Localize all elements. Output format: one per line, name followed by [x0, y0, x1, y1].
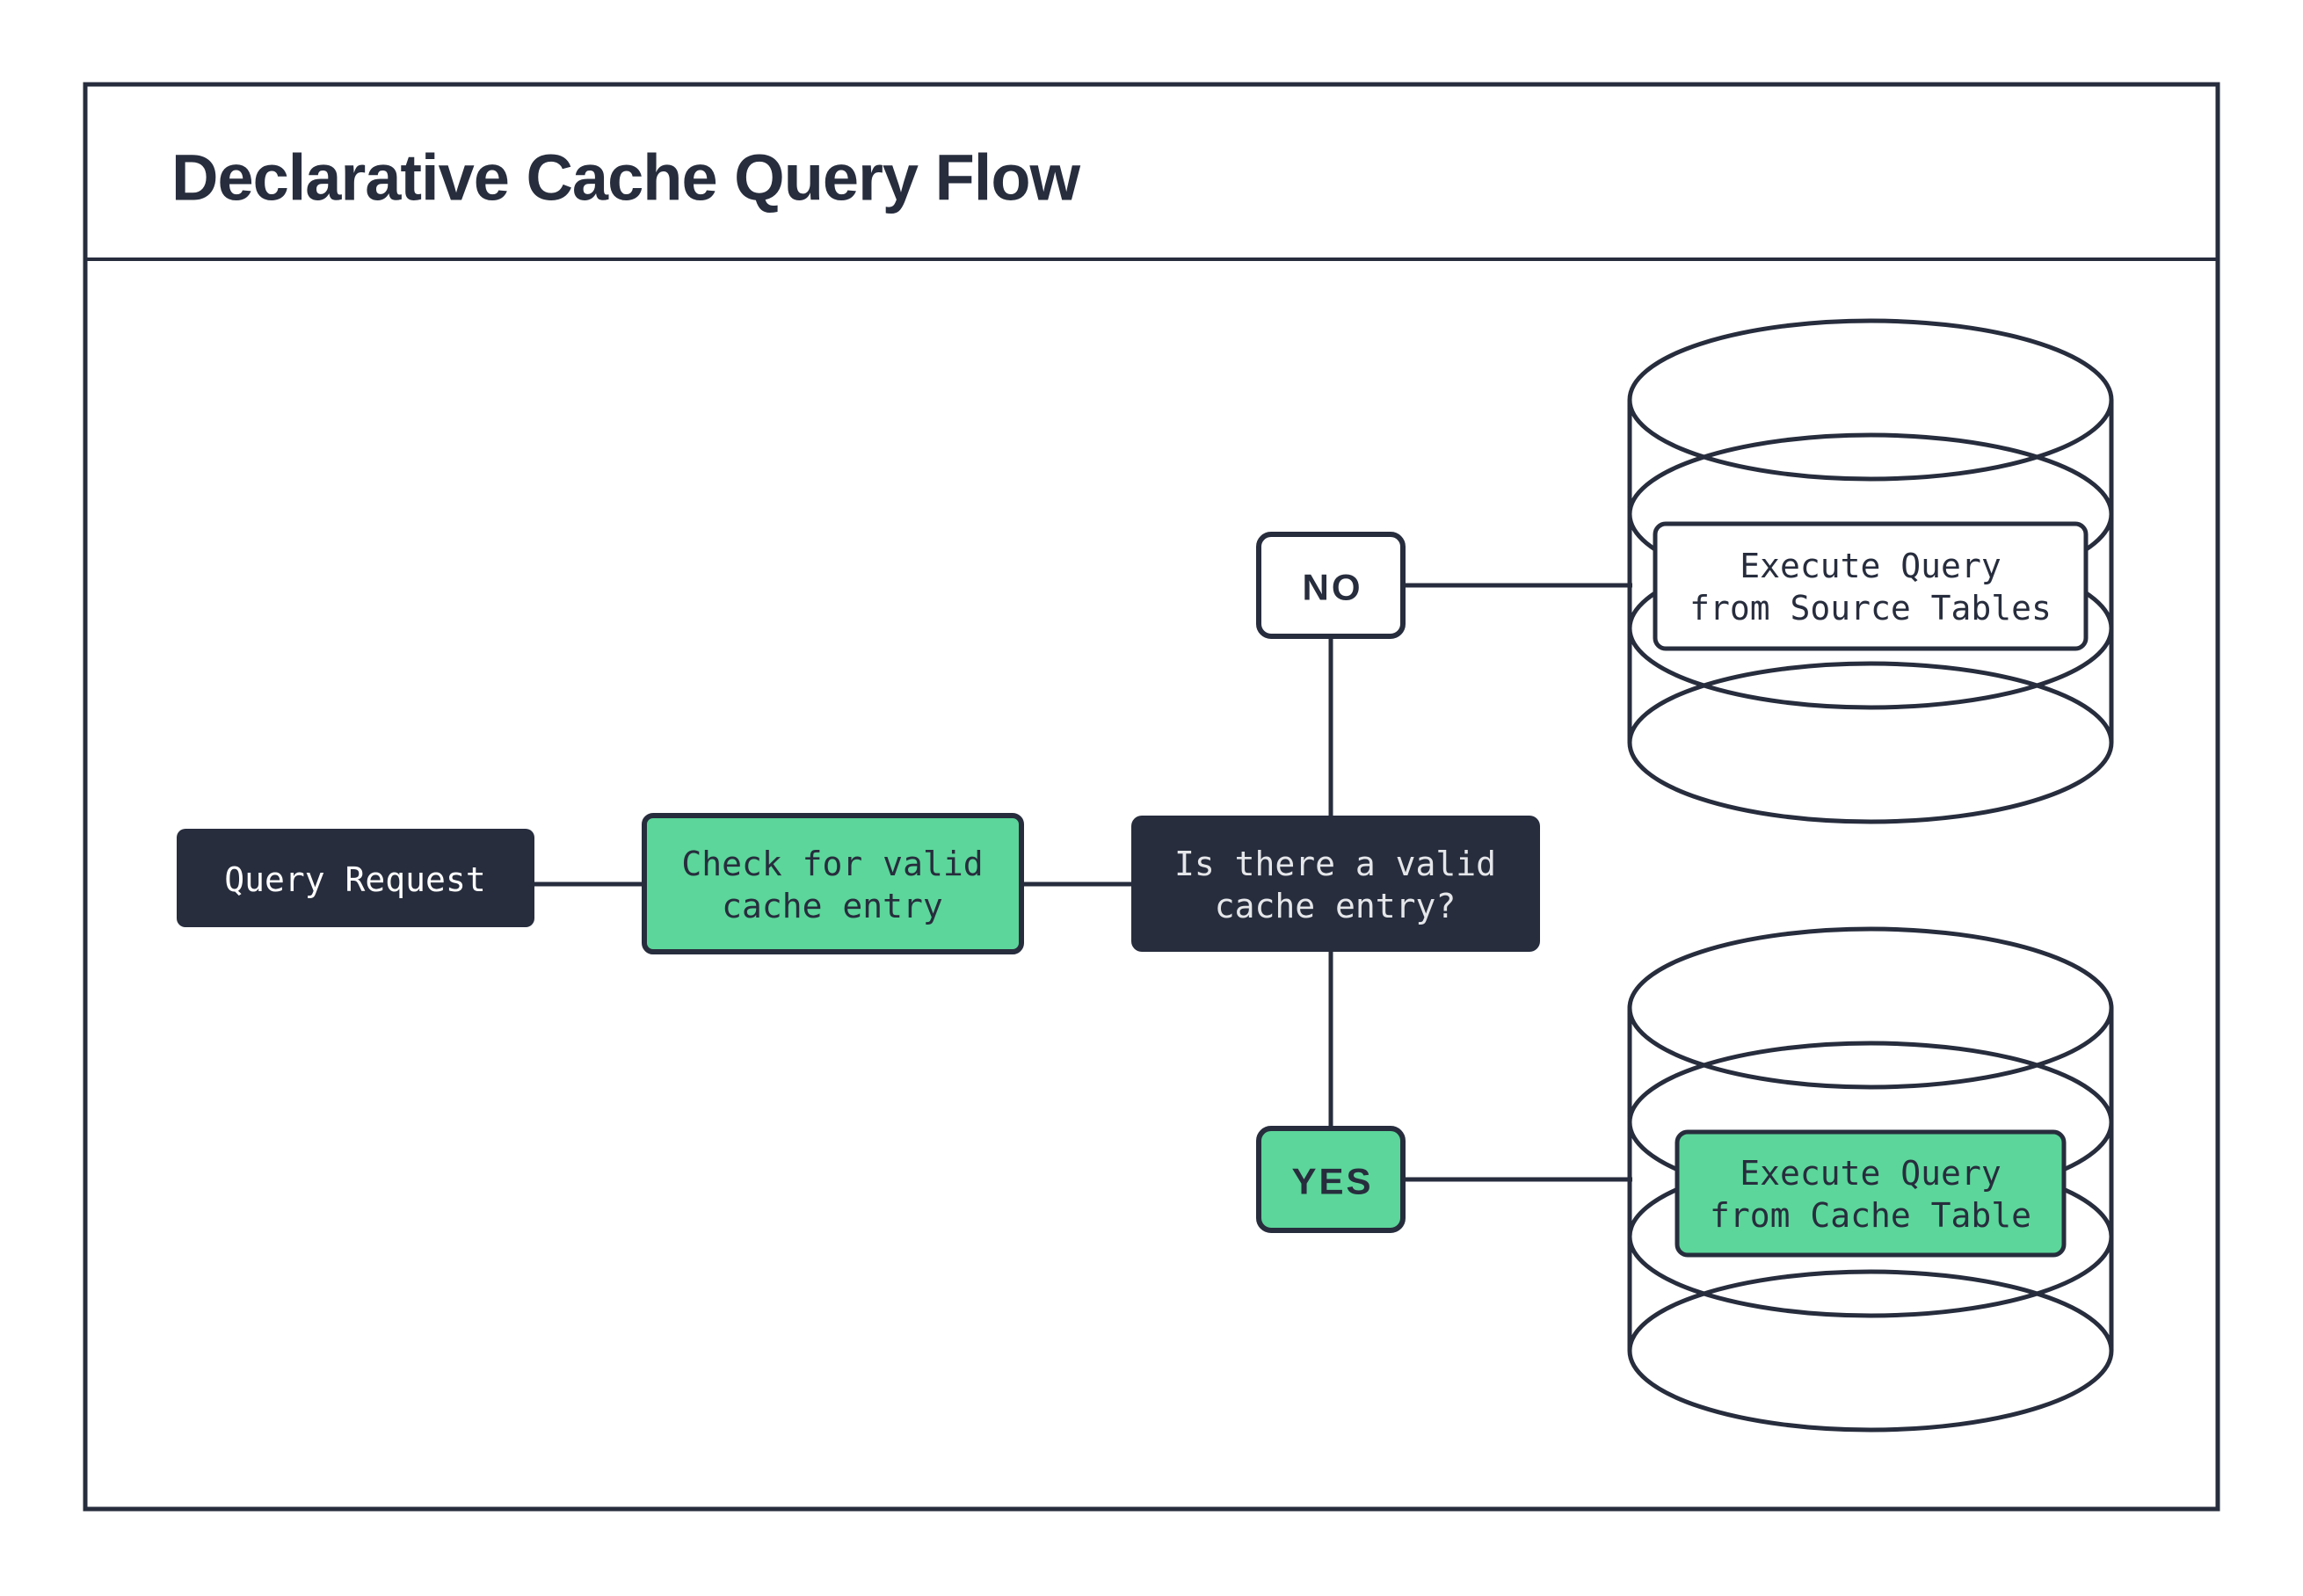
cache-db-label-box — [1675, 1129, 2067, 1258]
cache-db-label-line2: from Cache Table — [1710, 1196, 2031, 1235]
check-cache-label-line1: Check for valid — [681, 845, 983, 883]
decision-box — [1131, 816, 1540, 952]
source-db-label-line1: Execute Query — [1740, 547, 2001, 585]
source-db-label-line2: from Source Tables — [1689, 589, 2052, 628]
query-request-node: Query Request — [177, 829, 534, 927]
source-db-node: Execute Query from Source Tables — [1653, 521, 2089, 651]
query-request-box — [177, 829, 534, 927]
no-badge-box — [1256, 532, 1406, 639]
page-title: Declarative Cache Query Flow — [171, 141, 1081, 214]
cylinder-disc-edge — [1627, 926, 2114, 1090]
decision-label-line1: Is there a valid — [1174, 845, 1496, 883]
yes-badge-box — [1256, 1126, 1406, 1233]
source-db-label-box — [1653, 521, 2089, 651]
cache-db-label-line1: Execute Query — [1740, 1154, 2001, 1193]
decision-node: Is there a valid cache entry? — [1131, 816, 1540, 952]
query-request-label: Query Request — [224, 860, 485, 899]
yes-branch-badge: YES — [1256, 1126, 1406, 1233]
cache-db-node: Execute Query from Cache Table — [1675, 1129, 2067, 1258]
cylinder-disc-edge — [1627, 1269, 2114, 1433]
outer-frame — [83, 82, 2220, 1512]
no-branch-badge: NO — [1256, 532, 1406, 639]
no-badge-label: NO — [1303, 567, 1363, 608]
check-cache-box — [642, 813, 1024, 954]
cylinder-disc-edge — [1627, 318, 2114, 482]
connectors — [534, 583, 1632, 1182]
cache-db-cylinder-icon — [1627, 926, 2114, 1433]
yes-badge-label: YES — [1291, 1161, 1373, 1202]
check-cache-node: Check for valid cache entry — [642, 813, 1024, 954]
cylinder-disc-edge — [1627, 661, 2114, 824]
decision-label-line2: cache entry? — [1215, 887, 1457, 925]
check-cache-label-line2: cache entry — [722, 887, 943, 925]
